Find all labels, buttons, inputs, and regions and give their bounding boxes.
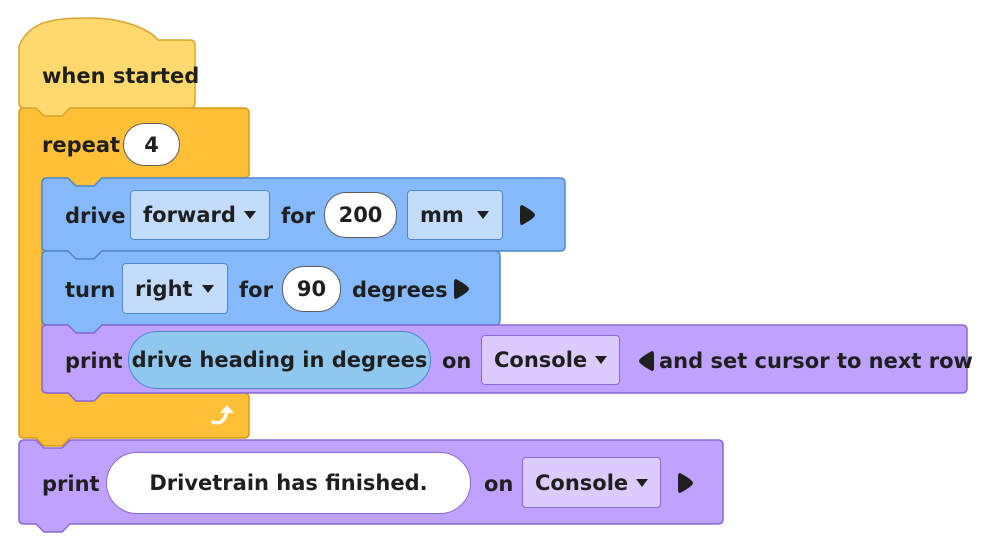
print-heading-target-dropdown[interactable]: Console — [481, 335, 620, 385]
when-started-label: when started — [42, 64, 200, 88]
turn-unit-label: degrees — [352, 278, 448, 302]
triangle-left-icon[interactable] — [637, 349, 655, 373]
drive-unit-dropdown[interactable]: mm — [407, 190, 503, 240]
turn-label: turn — [65, 278, 116, 302]
caret-down-icon — [595, 356, 608, 364]
turn-direction-dropdown[interactable]: right — [122, 263, 228, 314]
print-finished-target-dropdown[interactable]: Console — [522, 457, 661, 508]
print-heading-on-label: on — [442, 349, 472, 373]
print-heading-label: print — [65, 349, 123, 373]
drive-heading-reporter-label: drive heading in degrees — [131, 348, 428, 372]
drive-direction-dropdown[interactable]: forward — [130, 190, 270, 240]
caret-down-icon — [636, 478, 649, 487]
drive-distance-value: 200 — [338, 203, 383, 227]
repeat-count-value: 4 — [144, 132, 159, 157]
drive-direction-value: forward — [143, 203, 236, 227]
print-finished-text-input[interactable]: Drivetrain has finished. — [106, 452, 471, 514]
print-heading-suffix-label: and set cursor to next row — [659, 349, 973, 373]
turn-angle-value: 90 — [296, 277, 327, 301]
caret-down-icon — [202, 284, 214, 293]
repeat-count-input[interactable]: 4 — [123, 123, 180, 166]
drive-label: drive — [65, 204, 126, 228]
drive-unit-value: mm — [420, 203, 464, 227]
caret-down-icon — [244, 211, 256, 219]
triangle-right-icon[interactable] — [453, 277, 471, 301]
when-started-block[interactable] — [18, 17, 196, 117]
print-heading-target-value: Console — [494, 348, 588, 372]
caret-down-icon — [477, 211, 489, 219]
triangle-right-icon[interactable] — [677, 471, 695, 495]
turn-for-label: for — [239, 278, 273, 302]
turn-direction-value: right — [135, 276, 193, 301]
drive-for-label: for — [281, 204, 315, 228]
drive-distance-input[interactable]: 200 — [324, 192, 397, 238]
drive-heading-reporter[interactable]: drive heading in degrees — [128, 331, 431, 389]
triangle-right-icon[interactable] — [519, 203, 537, 227]
loop-arrow-icon — [211, 405, 234, 425]
print-finished-text-value: Drivetrain has finished. — [149, 471, 428, 495]
print-finished-target-value: Console — [535, 470, 629, 495]
print-finished-label: print — [42, 472, 100, 496]
repeat-label: repeat — [42, 133, 121, 157]
turn-angle-input[interactable]: 90 — [282, 266, 341, 312]
print-finished-on-label: on — [484, 472, 514, 496]
